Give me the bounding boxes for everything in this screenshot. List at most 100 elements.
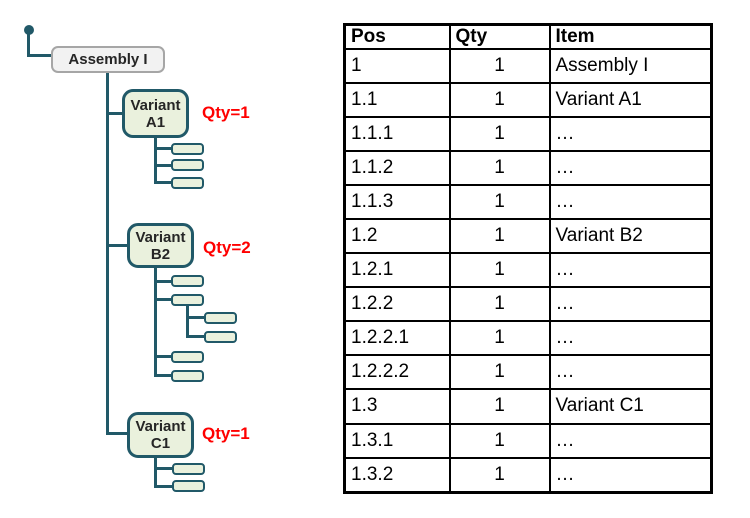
- variant-b2-label-line1: Variant: [135, 228, 186, 246]
- item-cell: …: [548, 286, 713, 323]
- table-row: 1 1 Assembly I: [343, 47, 713, 85]
- qty-cell: 1: [448, 82, 551, 119]
- connector-line: [154, 355, 171, 358]
- variant-b2-label-line2: B2: [150, 245, 171, 263]
- connector-line: [186, 316, 204, 319]
- connector-line: [27, 54, 52, 57]
- connector-line: [154, 485, 172, 488]
- table-row: 1.3.2 1 …: [343, 456, 713, 494]
- qty-label-c1: Qty=1: [202, 424, 250, 443]
- qty-cell: 1: [448, 252, 551, 289]
- variant-c1-node: Variant C1: [127, 412, 194, 458]
- leaf-node: [171, 143, 204, 155]
- connector-line: [154, 268, 157, 377]
- qty-cell: 1: [448, 422, 551, 459]
- variant-b2-node: Variant B2: [127, 223, 194, 268]
- item-cell: …: [548, 116, 713, 153]
- connector-line: [106, 112, 122, 115]
- qty-cell: 1: [448, 116, 551, 153]
- leaf-node: [171, 351, 204, 363]
- table-row: 1.2.2.2 1 …: [343, 354, 713, 391]
- pos-cell: 1.2.2.1: [343, 320, 451, 357]
- leaf-node: [172, 480, 205, 492]
- leaf-node: [171, 294, 204, 306]
- connector-line: [106, 73, 109, 435]
- connector-line: [106, 432, 127, 435]
- pos-cell: 1.1.2: [343, 150, 451, 187]
- connector-line: [106, 244, 127, 247]
- connector-line: [154, 138, 157, 184]
- bom-table: Pos Qty Item 1 1 Assembly I 1.1 1 Varian…: [343, 23, 713, 494]
- item-cell: …: [548, 252, 713, 289]
- connector-line: [154, 298, 171, 301]
- pos-cell: 1.3: [343, 388, 451, 425]
- table-row: 1.2.1 1 …: [343, 252, 713, 289]
- table-row: 1.2.2.1 1 …: [343, 320, 713, 357]
- pos-cell: 1.2: [343, 218, 451, 255]
- leaf-node: [171, 159, 204, 171]
- item-cell: Assembly I: [548, 47, 713, 85]
- leaf-node: [204, 312, 237, 324]
- item-cell: …: [548, 150, 713, 187]
- table-header-row: Pos Qty Item: [343, 23, 713, 50]
- qty-cell: 1: [448, 354, 551, 391]
- connector-line: [27, 29, 30, 57]
- variant-c1-label-line1: Variant: [135, 418, 186, 435]
- pos-cell: 1.3.1: [343, 422, 451, 459]
- connector-line: [186, 335, 204, 338]
- pos-cell: 1: [343, 47, 451, 85]
- table-row: 1.1.3 1 …: [343, 184, 713, 221]
- connector-line: [154, 147, 171, 150]
- item-cell: …: [548, 354, 713, 391]
- qty-cell: 1: [448, 320, 551, 357]
- pos-cell: 1.1: [343, 82, 451, 119]
- variant-c1-label-line2: C1: [150, 435, 171, 452]
- table-header-item: Item: [548, 23, 713, 50]
- item-cell: Variant A1: [548, 82, 713, 119]
- table-row: 1.1.1 1 …: [343, 116, 713, 153]
- table-row: 1.2 1 Variant B2: [343, 218, 713, 255]
- table-header-pos: Pos: [343, 23, 451, 50]
- item-cell: …: [548, 184, 713, 221]
- table-row: 1.3 1 Variant C1: [343, 388, 713, 425]
- qty-cell: 1: [448, 456, 551, 494]
- item-cell: Variant B2: [548, 218, 713, 255]
- qty-cell: 1: [448, 286, 551, 323]
- pos-cell: 1.3.2: [343, 456, 451, 494]
- item-cell: Variant C1: [548, 388, 713, 425]
- qty-cell: 1: [448, 150, 551, 187]
- variant-a1-node: Variant A1: [122, 89, 189, 138]
- pos-cell: 1.2.2.2: [343, 354, 451, 391]
- qty-cell: 1: [448, 184, 551, 221]
- table-header-qty: Qty: [448, 23, 551, 50]
- qty-cell: 1: [448, 47, 551, 85]
- connector-line: [154, 280, 171, 283]
- connector-line: [154, 181, 171, 184]
- table-row: 1.1 1 Variant A1: [343, 82, 713, 119]
- product-structure-tree: Assembly I Variant A1 Qty=1 Variant B2 Q…: [0, 0, 340, 518]
- leaf-node: [171, 370, 204, 382]
- item-cell: …: [548, 456, 713, 494]
- assembly-root-label: Assembly I: [68, 51, 148, 68]
- item-cell: …: [548, 320, 713, 357]
- item-cell: …: [548, 422, 713, 459]
- variant-a1-label-line1: Variant: [130, 96, 181, 114]
- leaf-node: [204, 331, 237, 343]
- qty-label-b2: Qty=2: [203, 238, 251, 257]
- pos-cell: 1.1.3: [343, 184, 451, 221]
- assembly-root-node: Assembly I: [51, 46, 165, 73]
- table-row: 1.1.2 1 …: [343, 150, 713, 187]
- connector-line: [186, 306, 189, 338]
- leaf-node: [171, 275, 204, 287]
- connector-line: [154, 467, 172, 470]
- pos-cell: 1.2.2: [343, 286, 451, 323]
- variant-a1-label-line2: A1: [145, 113, 166, 131]
- qty-cell: 1: [448, 388, 551, 425]
- table-row: 1.3.1 1 …: [343, 422, 713, 459]
- qty-cell: 1: [448, 218, 551, 255]
- pos-cell: 1.2.1: [343, 252, 451, 289]
- table-row: 1.2.2 1 …: [343, 286, 713, 323]
- leaf-node: [171, 177, 204, 189]
- connector-line: [154, 458, 157, 488]
